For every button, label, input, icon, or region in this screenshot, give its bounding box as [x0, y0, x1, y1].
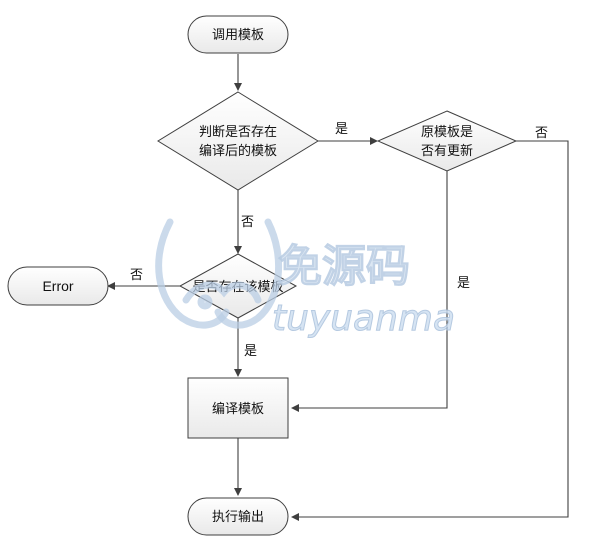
node-error: Error — [7, 266, 109, 306]
node-call-template-label: 调用模板 — [212, 28, 264, 43]
edge-label-exists-yes: 是 — [244, 344, 257, 359]
watermark: 免源码 tuyuanma — [155, 218, 456, 340]
edge-label-compiled-no: 否 — [241, 215, 254, 230]
node-original-updated-label-line1: 原模板是 — [421, 125, 473, 140]
node-check-compiled: 判断是否存在 编译后的模板 — [157, 91, 319, 191]
node-original-updated: 原模板是 否有更新 — [376, 110, 518, 172]
watermark-latin-text: tuyuanma — [272, 298, 455, 339]
node-compile-template: 编译模板 — [187, 377, 289, 439]
edge-label-updated-yes: 是 — [457, 276, 470, 291]
edge-updated-no — [291, 140, 569, 521]
node-execute-output-label: 执行输出 — [212, 509, 264, 525]
node-compile-template-label: 编译模板 — [212, 402, 264, 417]
node-check-compiled-label-line2: 编译后的模板 — [199, 143, 277, 159]
edge-updated-yes — [291, 171, 448, 412]
edge-label-compiled-yes: 是 — [335, 122, 348, 137]
edge-label-updated-no: 否 — [535, 126, 548, 141]
node-error-label: Error — [42, 278, 73, 294]
edge-label-exists-no: 否 — [130, 268, 143, 283]
node-call-template: 调用模板 — [187, 15, 289, 54]
watermark-rabbit-logo-icon — [155, 218, 283, 329]
node-execute-output: 执行输出 — [187, 497, 289, 536]
node-check-compiled-label-line1: 判断是否存在 — [199, 125, 277, 140]
watermark-chinese-text: 免源码 — [278, 241, 410, 292]
node-original-updated-label-line2: 否有更新 — [421, 143, 473, 159]
